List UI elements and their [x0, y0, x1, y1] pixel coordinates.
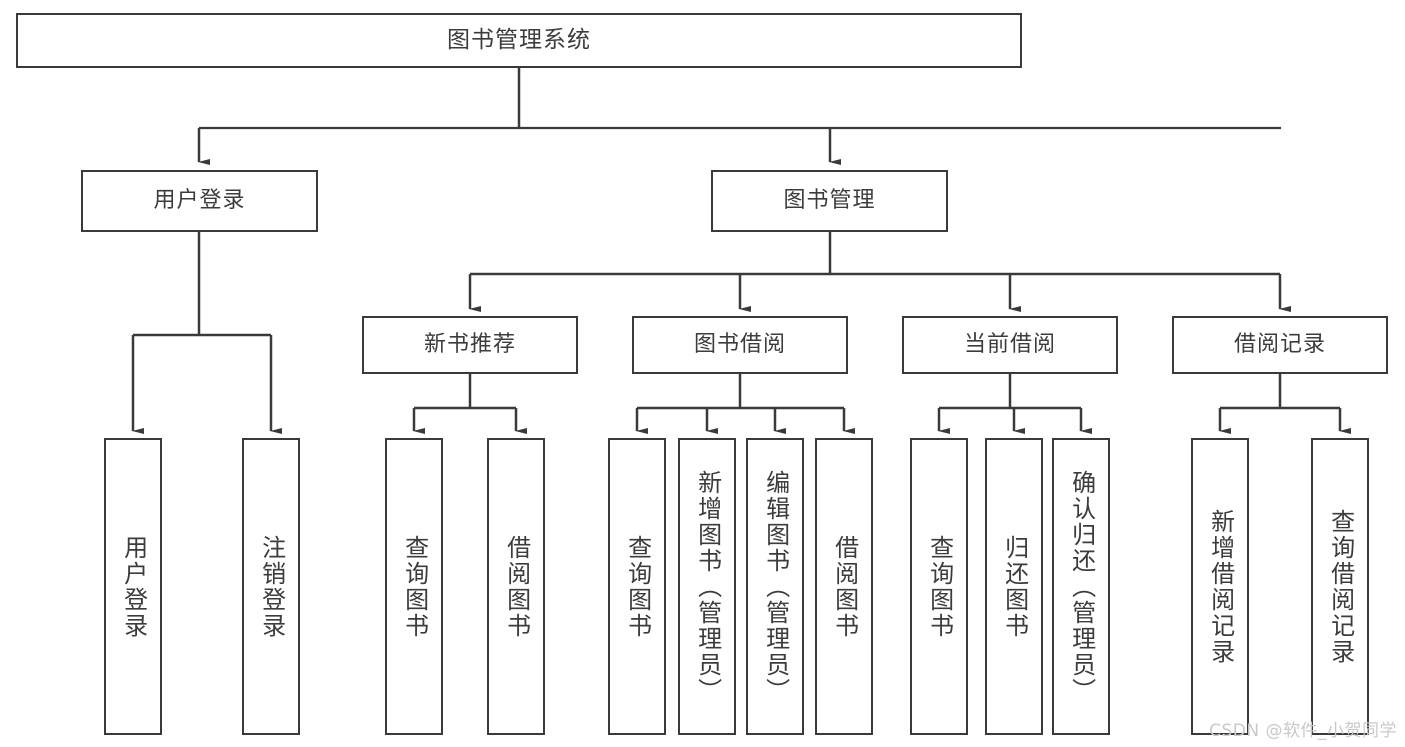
- node-leaf-user-login-label: 用户登录: [119, 534, 148, 639]
- node-book-borrow[interactable]: 图书借阅: [632, 316, 848, 374]
- node-leaf-add-record[interactable]: 新增借阅记录: [1191, 438, 1249, 735]
- node-leaf-query-book-1-label: 查询图书: [400, 534, 429, 639]
- node-leaf-user-login[interactable]: 用户登录: [104, 438, 162, 735]
- node-leaf-add-record-label: 新增借阅记录: [1206, 508, 1235, 665]
- node-current-borrow[interactable]: 当前借阅: [902, 316, 1118, 374]
- node-book-manage[interactable]: 图书管理: [711, 170, 948, 232]
- node-leaf-query-book-1[interactable]: 查询图书: [385, 438, 443, 735]
- node-leaf-query-book-3-label: 查询图书: [925, 534, 954, 639]
- node-leaf-add-book-label: 新增图书（管理员）: [693, 469, 722, 704]
- node-new-book-rec[interactable]: 新书推荐: [362, 316, 578, 374]
- node-new-book-rec-label: 新书推荐: [423, 332, 516, 357]
- node-leaf-edit-book-label: 编辑图书（管理员）: [761, 469, 790, 704]
- node-leaf-borrow-book-1[interactable]: 借阅图书: [487, 438, 545, 735]
- node-leaf-borrow-book-2[interactable]: 借阅图书: [815, 438, 873, 735]
- node-leaf-query-record-label: 查询借阅记录: [1326, 508, 1355, 665]
- node-leaf-confirm-return[interactable]: 确认归还（管理员）: [1052, 438, 1110, 735]
- node-current-borrow-label: 当前借阅: [963, 332, 1056, 357]
- node-root-label: 图书管理系统: [447, 27, 591, 53]
- node-leaf-logout-label: 注销登录: [257, 534, 286, 639]
- node-leaf-edit-book[interactable]: 编辑图书（管理员）: [746, 438, 804, 735]
- node-leaf-borrow-book-2-label: 借阅图书: [830, 534, 859, 639]
- node-leaf-add-book[interactable]: 新增图书（管理员）: [678, 438, 736, 735]
- node-leaf-query-book-2-label: 查询图书: [623, 534, 652, 639]
- node-leaf-confirm-return-label: 确认归还（管理员）: [1067, 469, 1096, 704]
- node-book-manage-label: 图书管理: [783, 188, 876, 213]
- node-borrow-record-label: 借阅记录: [1233, 332, 1326, 357]
- node-leaf-query-book-2[interactable]: 查询图书: [608, 438, 666, 735]
- node-leaf-return-book[interactable]: 归还图书: [985, 438, 1043, 735]
- node-leaf-return-book-label: 归还图书: [1000, 534, 1029, 639]
- node-root[interactable]: 图书管理系统: [16, 13, 1022, 68]
- node-leaf-logout[interactable]: 注销登录: [242, 438, 300, 735]
- node-leaf-query-record[interactable]: 查询借阅记录: [1311, 438, 1369, 735]
- node-user-login[interactable]: 用户登录: [81, 170, 318, 232]
- node-book-borrow-label: 图书借阅: [693, 332, 786, 357]
- node-leaf-borrow-book-1-label: 借阅图书: [502, 534, 531, 639]
- node-user-login-label: 用户登录: [153, 188, 246, 213]
- node-leaf-query-book-3[interactable]: 查询图书: [910, 438, 968, 735]
- node-borrow-record[interactable]: 借阅记录: [1172, 316, 1388, 374]
